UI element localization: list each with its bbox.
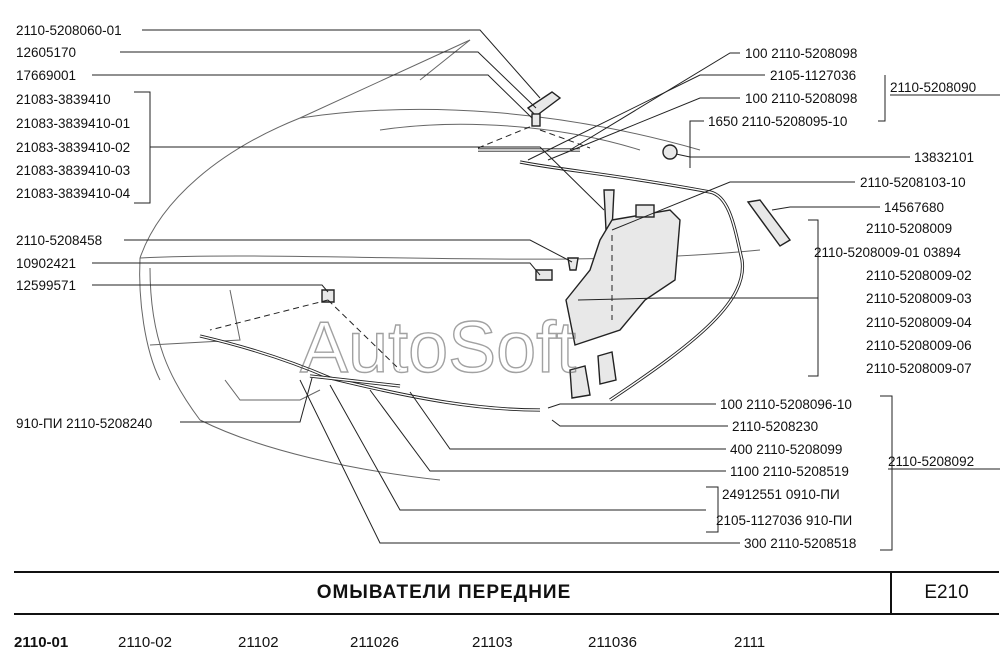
left-leader-lines [92,29,605,423]
label-assembly-1: 2110-5208090 [890,80,976,95]
label-r14: 2110-5208009-07 [866,361,972,376]
car-body-outline [139,39,761,481]
label-r15: 100 2110-5208096-10 [720,397,852,412]
model-item: 21103 [472,634,513,651]
label-r12: 2110-5208009-04 [866,315,972,330]
right-leader-lines [299,52,910,551]
label-r19: 24912551 0910-ПИ [722,487,840,502]
parts-diagram: AutoSoft 2110-5208060-01 12605170 176690… [16,23,1000,551]
section-code: E210 [924,582,969,603]
label-l10: 10902421 [16,256,76,271]
label-r2: 2105-1127036 [770,68,856,83]
label-l6: 21083-3839410-02 [16,140,130,155]
label-l8: 21083-3839410-04 [16,186,131,201]
label-l11: 12599571 [16,278,76,293]
label-r9: 2110-5208009-01 03894 [814,245,961,260]
label-l3: 17669001 [16,68,76,83]
label-l12: 910-ПИ 2110-5208240 [16,416,152,431]
label-l7: 21083-3839410-03 [16,163,130,178]
label-assembly-2: 2110-5208092 [888,454,974,469]
label-l2: 12605170 [16,45,76,60]
label-r5: 13832101 [914,150,974,165]
label-r16: 2110-5208230 [732,419,818,434]
label-l9: 2110-5208458 [16,233,102,248]
label-r6: 2110-5208103-10 [860,175,966,190]
model-item: 2110-01 [14,634,69,651]
label-l1: 2110-5208060-01 [16,23,122,38]
label-r18: 1100 2110-5208519 [730,464,849,479]
label-l5: 21083-3839410-01 [16,116,130,131]
label-l4: 21083-3839410 [16,92,111,107]
label-r17: 400 2110-5208099 [730,442,842,457]
watermark: AutoSoft [300,308,576,388]
label-r3: 100 2110-5208098 [745,91,857,106]
label-r20: 2105-1127036 910-ПИ [716,513,852,528]
model-item: 211026 [350,634,399,651]
left-labels: 2110-5208060-01 12605170 17669001 21083-… [16,23,152,431]
label-r1: 100 2110-5208098 [745,46,857,61]
title-divider [890,573,892,613]
model-item: 2110-02 [118,634,172,651]
label-r10: 2110-5208009-02 [866,268,972,283]
right-labels: 100 2110-5208098 2105-1127036 100 2110-5… [708,46,974,551]
label-r4: 1650 2110-5208095-10 [708,114,847,129]
label-r13: 2110-5208009-06 [866,338,972,353]
model-item: 211036 [588,634,637,651]
label-r21: 300 2110-5208518 [744,536,856,551]
assembly-labels: 2110-5208090 2110-5208092 [888,80,1000,470]
model-list: 2110-01 2110-02 21102 211026 21103 21103… [14,630,999,660]
model-item: 2111 [734,634,766,651]
label-r7: 14567680 [884,200,944,215]
label-r11: 2110-5208009-03 [866,291,972,306]
label-r8: 2110-5208009 [866,221,952,236]
page-title: ОМЫВАТЕЛИ ПЕРЕДНИЕ [316,582,572,603]
title-bar: ОМЫВАТЕЛИ ПЕРЕДНИЕ E210 [14,571,999,615]
model-item: 21102 [238,634,279,651]
